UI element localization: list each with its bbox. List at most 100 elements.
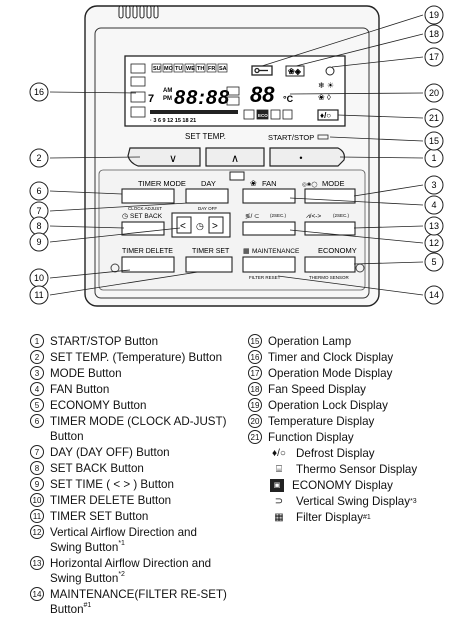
- clock-adjust-label: CLOCK ADJUST: [128, 206, 162, 211]
- svg-text:3: 3: [431, 180, 436, 190]
- legend-text: Operation Lock Display: [268, 399, 388, 412]
- legend-text: Temperature Display: [268, 415, 375, 428]
- filter-icon: ▦: [274, 512, 284, 523]
- svg-text:21: 21: [429, 113, 439, 123]
- legend-number: 9: [30, 477, 44, 491]
- vertical-swing-icon: ≶/ ⊂: [245, 213, 260, 220]
- timer-set-button[interactable]: TIMER SET: [185, 248, 233, 273]
- callout-21: 21: [424, 108, 444, 128]
- fan-button[interactable]: ❀ FAN: [242, 179, 296, 204]
- svg-text:2: 2: [36, 153, 41, 163]
- callout-2: 2: [29, 148, 49, 168]
- set-time-left-icon[interactable]: <: [180, 221, 186, 232]
- fan-icon: ❀: [250, 179, 257, 188]
- legend-number: 5: [30, 398, 44, 412]
- legend-item-15: 15 Operation Lamp: [248, 334, 468, 349]
- callout-11: 11: [29, 285, 49, 305]
- set-temp-label: SET TEMP.: [185, 132, 226, 141]
- legend-text: TIMER DELETE Button: [50, 494, 172, 507]
- svg-text:❀◈: ❀◈: [288, 67, 302, 76]
- lcd-pm: PM: [163, 96, 172, 102]
- legend-text: Function Display: [268, 431, 354, 444]
- legend-right: 15 Operation Lamp 16 Timer and Clock Displa…: [248, 334, 468, 526]
- defrost-icon: ♦/○: [272, 448, 286, 459]
- callout-6: 6: [29, 181, 49, 201]
- timer-delete-button[interactable]: TIMER DELETE: [121, 248, 175, 273]
- fan-speed-icon: [285, 65, 305, 77]
- lcd-day-3: WE: [186, 66, 195, 72]
- callout-12: 12: [424, 233, 444, 253]
- lcd-day-digit: 7: [148, 93, 154, 105]
- timer-mode-label: TIMER MODE: [138, 179, 186, 188]
- function-item: ♦/○Defrost Display: [270, 446, 468, 461]
- set-time-right-icon[interactable]: >: [212, 221, 218, 232]
- legend-number: 15: [248, 334, 262, 348]
- legend-number: 3: [30, 366, 44, 380]
- set-temp-up-button[interactable]: ∧: [205, 147, 265, 167]
- down-arrow-icon: ∨: [169, 153, 177, 165]
- clock-icon: ◷: [196, 221, 204, 231]
- legend-text: Vertical Airflow Direction and Swing But…: [50, 526, 197, 554]
- set-time-button-group[interactable]: < ◷ >: [171, 212, 231, 238]
- svg-text:8: 8: [36, 221, 41, 231]
- svg-text:10: 10: [34, 273, 44, 283]
- callout-18: 18: [424, 24, 444, 44]
- svg-text:1: 1: [431, 153, 436, 163]
- legend-text: MODE Button: [50, 367, 122, 380]
- svg-text:6: 6: [36, 186, 41, 196]
- svg-text:9: 9: [36, 237, 41, 247]
- lcd-mode-icons: ❄ ☀❀ ◊: [318, 81, 334, 102]
- legend-text: Timer and Clock Display: [268, 351, 394, 364]
- fan-label: FAN: [262, 179, 277, 188]
- horizontal-airflow-button[interactable]: ⩘/<-> (2SEC.): [304, 213, 356, 236]
- legend-number: 10: [30, 493, 44, 507]
- legend-text: Operation Lamp: [268, 335, 352, 348]
- function-item: ⊃Vertical Swing Display*3: [270, 494, 468, 509]
- economy-button[interactable]: ECONOMY THERMO SENSOR: [304, 246, 357, 280]
- operation-lamp: [317, 134, 329, 140]
- day-button[interactable]: DAY DAY OFF: [185, 179, 229, 211]
- callout-16: 16: [29, 82, 49, 102]
- timer-mode-button[interactable]: TIMER MODE CLOCK ADJUST: [121, 179, 186, 211]
- lcd-temp-unit: °C: [283, 94, 294, 104]
- lcd-day-1: MO: [164, 66, 174, 72]
- legend-number: 13: [30, 556, 44, 570]
- set-temp-down-button[interactable]: ∨: [127, 147, 201, 167]
- svg-text:♦/○: ♦/○: [320, 111, 331, 120]
- callout-8: 8: [29, 216, 49, 236]
- set-back-button[interactable]: [121, 221, 165, 236]
- start-stop-button[interactable]: •: [269, 147, 345, 167]
- callout-20: 20: [424, 83, 444, 103]
- lcd-function-icons: [243, 109, 293, 120]
- callout-3: 3: [424, 175, 444, 195]
- svg-text:11: 11: [34, 290, 43, 300]
- legend-number: 6: [30, 414, 44, 428]
- day-label: DAY: [201, 179, 216, 188]
- function-text: Filter Display: [296, 511, 363, 524]
- eco-icon: ▣: [270, 479, 284, 492]
- svg-text:5: 5: [431, 257, 436, 267]
- legend-number: 20: [248, 414, 262, 428]
- svg-text:4: 4: [431, 200, 436, 210]
- legend-number: 16: [248, 350, 262, 364]
- svg-text:7: 7: [36, 206, 41, 216]
- lcd-day-row: SU MO TU WE TH FR SA: [151, 63, 228, 73]
- callout-4: 4: [424, 195, 444, 215]
- svg-text:19: 19: [429, 10, 439, 20]
- callout-5: 5: [424, 252, 444, 272]
- vertical-airflow-button[interactable]: ≶/ ⊂ (2SEC.): [242, 213, 296, 236]
- lcd-screen: [124, 55, 346, 127]
- legend-number: 19: [248, 398, 262, 412]
- function-item: ▣ECONOMY Display: [270, 478, 468, 493]
- start-stop-dot: •: [299, 153, 302, 163]
- filter-icon: ▦: [243, 248, 250, 255]
- callout-9: 9: [29, 232, 49, 252]
- economy-label: ECONOMY: [318, 246, 357, 255]
- maintenance-button[interactable]: ▦ MAINTENANCE FILTER RESET: [242, 248, 300, 280]
